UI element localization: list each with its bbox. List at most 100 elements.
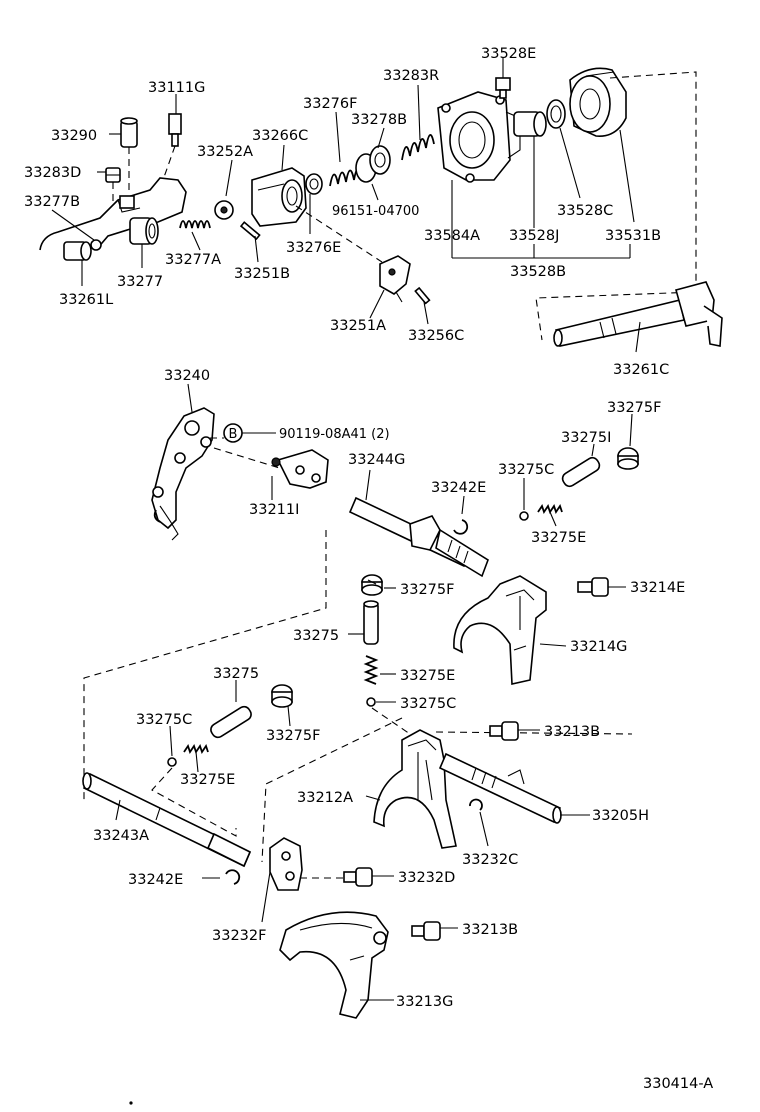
part-selector-housing: [39, 177, 187, 251]
label-33232F: 33232F: [212, 928, 266, 944]
label-33252A: 33252A: [197, 144, 253, 160]
label-33531B: 33531B: [605, 228, 661, 244]
label-33212A: 33212A: [297, 790, 353, 806]
label-33276F: 33276F: [303, 96, 357, 112]
label-33275I: 33275I: [561, 430, 611, 446]
label-33213B-upper: 33213B: [544, 724, 600, 740]
part-33213B-upper: [489, 721, 519, 741]
part-33212A: [373, 729, 457, 849]
part-33275I: [561, 456, 601, 488]
diagram-id: 330414-A: [643, 1076, 713, 1092]
label-33275F-top: 33275F: [607, 400, 661, 416]
part-33275-center: [363, 600, 379, 645]
label-33275F-center: 33275F: [400, 582, 454, 598]
part-33252A: [214, 200, 234, 220]
part-33275F-upper: [617, 447, 639, 470]
part-33283D: [105, 167, 121, 183]
part-33531B: [569, 67, 627, 137]
label-33243A: 33243A: [93, 828, 149, 844]
label-33277: 33277: [117, 274, 163, 290]
part-33244G: [348, 496, 489, 578]
part-33232D: [343, 867, 373, 887]
label-33276E: 33276E: [286, 240, 341, 256]
part-33213B-lower: [411, 921, 441, 941]
part-33256C: [414, 286, 431, 305]
label-33256C: 33256C: [408, 328, 464, 344]
part-33214G: [453, 575, 547, 685]
label-33278B: 33278B: [351, 112, 407, 128]
part-33261L: [63, 241, 92, 261]
label-33251A: 33251A: [330, 318, 386, 334]
label-33275C-center: 33275C: [400, 696, 456, 712]
label-33266C: 33266C: [252, 128, 308, 144]
part-33290: [120, 117, 138, 148]
label-33211I: 33211I: [249, 502, 299, 518]
part-33205H: [438, 752, 562, 824]
part-33261C: [553, 281, 723, 347]
part-33277A: [179, 220, 211, 229]
marker-b: B: [223, 423, 243, 443]
label-33277B: 33277B: [24, 194, 80, 210]
part-33275C-center: [366, 697, 376, 707]
label-33290: 33290: [51, 128, 97, 144]
part-33266C: [251, 167, 307, 227]
label-33242E-lower: 33242E: [128, 872, 183, 888]
label-33261L: 33261L: [59, 292, 113, 308]
part-33275F-lower: [271, 684, 293, 708]
part-33275E-lower: [183, 743, 209, 755]
part-33275-lower: [210, 705, 252, 739]
label-33232C: 33232C: [462, 852, 518, 868]
marker-b-label: B: [229, 427, 238, 442]
label-33275-center: 33275: [293, 628, 339, 644]
label-33528E: 33528E: [481, 46, 536, 62]
label-33251B: 33251B: [234, 266, 290, 282]
part-33232F: [269, 837, 303, 891]
label-33242E-top: 33242E: [431, 480, 486, 496]
part-33278B: [355, 145, 391, 183]
part-33283R: [401, 134, 435, 161]
label-33213B-lower: 33213B: [462, 922, 518, 938]
label-33275C-top: 33275C: [498, 462, 554, 478]
label-33275F-lower: 33275F: [266, 728, 320, 744]
part-33242E-upper: [453, 519, 469, 535]
part-33232C: [469, 798, 483, 811]
label-33275E-lower: 33275E: [180, 772, 235, 788]
part-33251B: [239, 221, 261, 241]
part-33528E: [495, 77, 511, 99]
part-33275E-upper: [537, 503, 563, 515]
label-96151-04700: 96151-04700: [332, 204, 419, 219]
part-33275F-center: [361, 574, 383, 596]
part-33251A: [379, 255, 411, 303]
label-33213G: 33213G: [396, 994, 453, 1010]
label-90119-08A41: 90119-08A41 (2): [279, 427, 390, 442]
label-33283D: 33283D: [24, 165, 81, 181]
part-33214E: [577, 577, 609, 597]
label-33283R: 33283R: [383, 68, 439, 84]
part-33213G: [279, 911, 389, 1019]
part-33275E-center: [363, 655, 379, 685]
part-33243A: [82, 772, 252, 868]
label-33232D: 33232D: [398, 870, 455, 886]
part-33242E-lower: [225, 869, 241, 885]
part-33276E: [305, 173, 323, 195]
part-33277: [129, 217, 159, 245]
label-33584A: 33584A: [424, 228, 480, 244]
part-33240: [151, 407, 215, 541]
label-33275E-top: 33275E: [531, 530, 586, 546]
label-33240: 33240: [164, 368, 210, 384]
label-33528J: 33528J: [509, 228, 559, 244]
label-33277A: 33277A: [165, 252, 221, 268]
label-33275E-center: 33275E: [400, 668, 455, 684]
part-labels: 33528E 33111G 33283R 33290 33276F 33278B…: [24, 46, 713, 1092]
part-33528C: [546, 99, 566, 129]
part-33275C-lower: [167, 757, 177, 767]
label-33111G: 33111G: [148, 80, 205, 96]
label-33528B: 33528B: [510, 264, 566, 280]
label-33275-lower: 33275: [213, 666, 259, 682]
label-33214E: 33214E: [630, 580, 685, 596]
label-33214G: 33214G: [570, 639, 627, 655]
part-33111G: [168, 113, 182, 147]
part-33528J: [513, 111, 547, 137]
label-33205H: 33205H: [592, 808, 649, 824]
label-33275C-lower: 33275C: [136, 712, 192, 728]
